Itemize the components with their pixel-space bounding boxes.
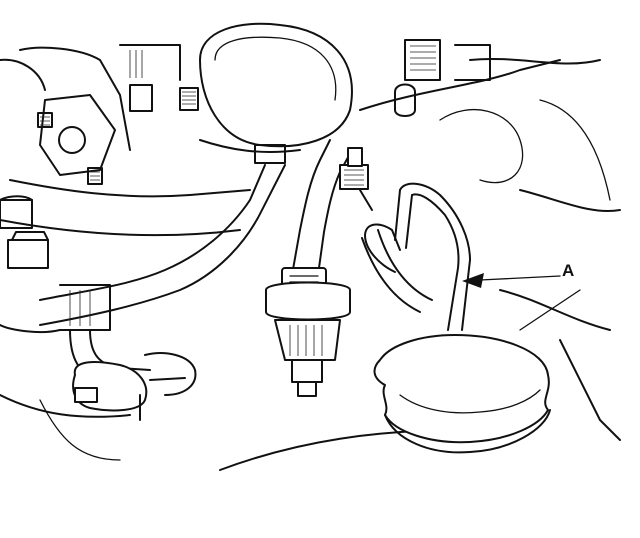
vent-hose-a bbox=[361, 182, 471, 331]
filter-hose bbox=[291, 139, 353, 276]
filler-cap bbox=[373, 334, 551, 454]
hose-clamp bbox=[59, 284, 197, 421]
threaded-fitting bbox=[339, 147, 373, 211]
mounting-flange bbox=[37, 94, 116, 185]
callout-a: A bbox=[462, 261, 581, 331]
round-reservoir bbox=[199, 22, 353, 164]
callout-label-a: A bbox=[562, 261, 574, 280]
sensor-block bbox=[0, 195, 49, 269]
engine-block-outline bbox=[0, 46, 621, 471]
callout-arrowhead bbox=[462, 273, 484, 288]
inline-filter bbox=[265, 267, 351, 397]
top-bolts bbox=[119, 39, 491, 117]
coolant-hose bbox=[39, 164, 286, 326]
